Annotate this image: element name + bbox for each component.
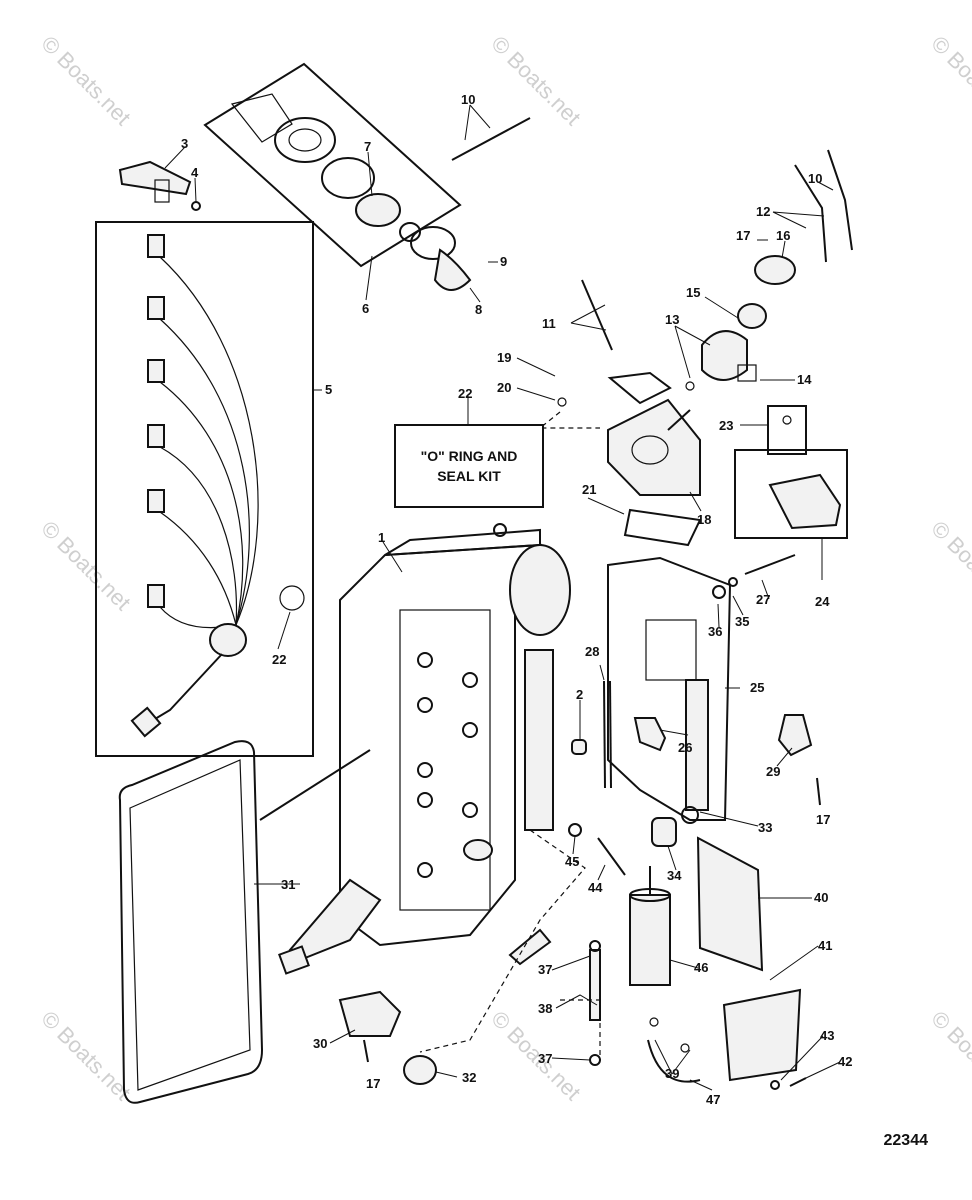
dashed-routing	[419, 411, 601, 1060]
hoses-10-11-12	[451, 117, 853, 351]
part-1-manifold-housing	[259, 523, 571, 975]
callout-34: 34	[667, 868, 682, 883]
part-23-24-sensor-box	[734, 405, 848, 539]
figure-number: 22344	[883, 1132, 929, 1149]
callout-14: 14	[797, 372, 812, 387]
callout-37b: 37	[538, 1051, 552, 1066]
small-parts	[338, 554, 821, 1090]
callout-1: 1	[378, 530, 385, 545]
callout-30: 30	[313, 1036, 327, 1051]
callout-31: 31	[281, 877, 295, 892]
callout-18: 18	[697, 512, 711, 527]
callout-26: 26	[678, 740, 692, 755]
callout-37a: 37	[538, 962, 552, 977]
callout-47: 47	[706, 1092, 720, 1107]
callout-9: 9	[500, 254, 507, 269]
callout-15: 15	[686, 285, 700, 300]
callout-32: 32	[462, 1070, 476, 1085]
callout-36: 36	[708, 624, 722, 639]
part-3-injector	[118, 160, 201, 211]
callout-39: 39	[665, 1066, 679, 1081]
leader-lines	[164, 104, 841, 1091]
callout-22a: 22	[458, 386, 472, 401]
callout-10a: 10	[461, 92, 475, 107]
callout-5: 5	[325, 382, 332, 397]
callout-11: 11	[542, 316, 556, 331]
callout-28: 28	[585, 644, 599, 659]
part-31-gasket	[118, 740, 264, 1104]
callout-33: 33	[758, 820, 772, 835]
callout-22b: 22	[272, 652, 286, 667]
part-21-gasket	[623, 508, 702, 547]
watermark-5: © Boats.net	[926, 516, 972, 615]
callout-44: 44	[588, 880, 603, 895]
callout-29: 29	[766, 764, 780, 779]
callout-19: 19	[497, 350, 511, 365]
callout-16: 16	[776, 228, 790, 243]
callout-17c: 17	[366, 1076, 380, 1091]
watermark-4: © Boats.net	[36, 516, 135, 615]
callout-42: 42	[838, 1054, 852, 1069]
callout-43: 43	[820, 1028, 834, 1043]
watermark-1: © Boats.net	[36, 31, 135, 130]
callout-8: 8	[475, 302, 482, 317]
callout-46: 46	[694, 960, 708, 975]
callout-12: 12	[756, 204, 770, 219]
part-25-cover	[607, 556, 732, 824]
callout-6: 6	[362, 301, 369, 316]
callout-35: 35	[735, 614, 749, 629]
o-ring-seal-kit-box: "O" RING AND SEAL KIT	[394, 424, 544, 508]
callout-13: 13	[665, 312, 679, 327]
callout-7: 7	[364, 139, 371, 154]
callout-17b: 17	[816, 812, 830, 827]
callout-3: 3	[181, 136, 188, 151]
watermark-7: © Boats.net	[486, 1006, 585, 1105]
watermark-8: © Boats.net	[926, 1006, 972, 1105]
callout-4: 4	[191, 165, 199, 180]
callout-25: 25	[750, 680, 764, 695]
part-5-harness-box	[95, 221, 314, 757]
watermark-2: © Boats.net	[486, 31, 585, 130]
callout-2: 2	[576, 687, 583, 702]
callout-24: 24	[815, 594, 830, 609]
callout-21: 21	[582, 482, 596, 497]
callout-10b: 10	[808, 171, 822, 186]
callout-27: 27	[756, 592, 770, 607]
callout-20: 20	[497, 380, 511, 395]
callout-38: 38	[538, 1001, 552, 1016]
callout-41: 41	[818, 938, 832, 953]
callout-40: 40	[814, 890, 828, 905]
part-18-vapor-separator-cover	[557, 371, 701, 496]
part-13-pressure-regulator	[685, 255, 796, 391]
part-6-vapor-separator-panel	[203, 62, 472, 291]
callout-17a: 17	[736, 228, 750, 243]
callout-labels: 1 2 3 4 5 6 7 8 9 10 10 11 12 13 14 15 1…	[181, 92, 852, 1107]
callout-45: 45	[565, 854, 579, 869]
callout-23: 23	[719, 418, 733, 433]
watermark-3: © Boats.net	[926, 31, 972, 130]
watermark-6: © Boats.net	[36, 1006, 135, 1105]
